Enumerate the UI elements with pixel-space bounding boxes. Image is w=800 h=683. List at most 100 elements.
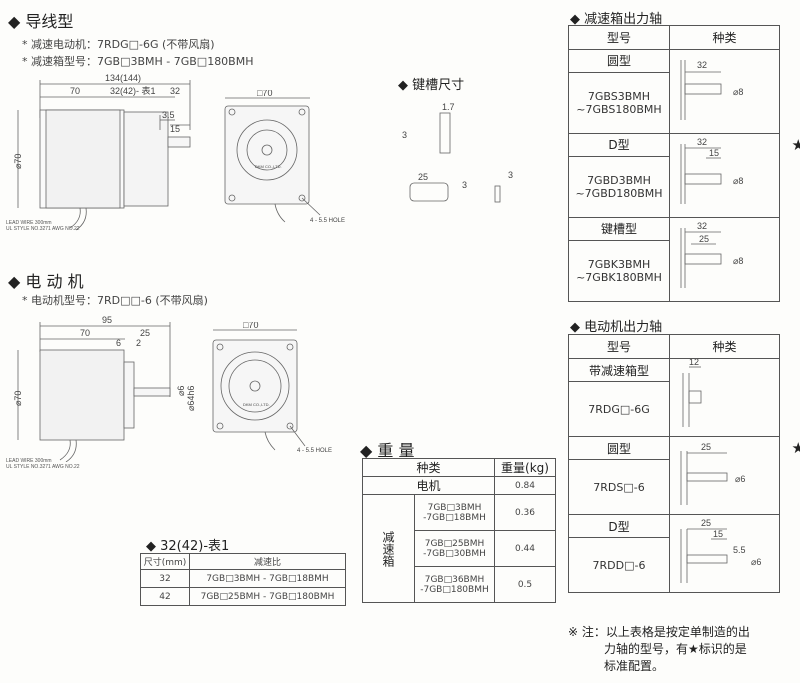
motor-section-line1: * 电动机型号：7RD□□-6 (不带风扇)	[22, 294, 208, 307]
weight-row-model: 7GB□36BMH -7GB□180BMH	[414, 566, 495, 603]
ratio-table-title: 32(42)-表1	[160, 539, 230, 554]
keyway-heading: ◆ 键槽尺寸	[398, 74, 464, 93]
hole-note: 4 - 5.5 HOLE	[310, 218, 345, 224]
gearbox-header-type: 种类	[669, 25, 780, 50]
dim-motor-70: 70	[80, 328, 90, 338]
dim-70: 70	[70, 86, 80, 96]
weight-title: 重 量	[377, 441, 415, 460]
dim-32: 32	[697, 221, 707, 231]
lead-section-heading: ◆ 导线型	[8, 8, 73, 32]
gearbox-shaft-title: 减速箱出力轴	[584, 12, 663, 27]
motor-lead-wire-length: LEAD WIRE 300mm	[6, 458, 52, 464]
motor-geared-shaft-drawing: 12	[669, 357, 780, 437]
dim-32: 32	[697, 60, 707, 70]
dim-key-1-7: 1.7	[442, 102, 455, 112]
motor-front-drawing: □70 DKM CO.,LTD. 4 - 5.5 HOLE	[212, 322, 332, 454]
motor-shaft-heading: ◆ 电动机出力轴	[570, 316, 662, 335]
motor-header-model: 型号	[568, 334, 670, 359]
dim-95: 95	[102, 315, 112, 325]
dim-dia-64: ⌀64h6	[186, 386, 196, 411]
weight-motor-value: 0.84	[494, 476, 556, 495]
lead-wire-length: LEAD WIRE 300mm	[6, 220, 52, 226]
lead-motor-side-drawing: 134(144) 70 32(42)- 表1 32 3.5 15 ⌀70	[13, 73, 191, 231]
gearbox-row-model: 7GBS3BMH ~7GBS180BMH	[568, 71, 670, 135]
dim-15: 15	[709, 148, 719, 158]
motor-header-type: 种类	[669, 334, 780, 359]
gearbox-shaft-heading: ◆ 减速箱出力轴	[570, 8, 662, 27]
ratio-row-size: 32	[140, 569, 190, 588]
lead-wire-note: LEAD WIRE 300mm UL STYLE NO.3271 AWG NO.…	[6, 220, 126, 232]
footnote-line2: 力轴的型号，有★标识的是	[604, 642, 747, 656]
standard-star-icon: ★	[791, 136, 800, 154]
weight-row-value: 0.36	[494, 494, 556, 531]
motor-d-shaft-drawing: 25 15 5.5 ⌀6	[669, 514, 780, 593]
lead-motor-front-drawing: □70 DKM CO.,LTD. 4 - 5.5 HOLE	[224, 90, 345, 224]
keyway-title: 键槽尺寸	[412, 78, 465, 93]
weight-table: 种类 重量(kg) 电机 0.84 减速箱 7GB□3BMH -7GB□18BM…	[362, 458, 556, 603]
ratio-header-size: 尺寸(mm)	[140, 553, 190, 570]
weight-header-kg: 重量(kg)	[494, 458, 556, 477]
dim-3-5: 3.5	[162, 110, 175, 120]
dim-motor-box-70: □70	[243, 322, 258, 330]
ratio-row-ratio: 7GB□25BMH - 7GB□180BMH	[189, 587, 346, 606]
dim-dia-6: ⌀6	[176, 386, 186, 396]
diamond-icon: ◆	[360, 441, 373, 460]
dim-key-3b: 3	[462, 180, 467, 190]
dim-dia-8: ⌀8	[733, 176, 743, 186]
lead-section-line2: * 减速箱型号：7GB□3BMH - 7GB□180BMH	[22, 55, 254, 68]
weight-row-value: 0.5	[494, 566, 556, 603]
motor-round-shaft-drawing: 25 ⌀6 ★	[669, 436, 800, 515]
dim-motor-dia-70: ⌀70	[13, 391, 23, 406]
ratio-row-ratio: 7GB□3BMH - 7GB□18BMH	[189, 569, 346, 588]
footnote-line3: 标准配置。	[604, 659, 665, 673]
lead-section-title: 导线型	[25, 12, 74, 31]
footnote: ※ 注：以上表格是按定单制造的出 力轴的型号，有★标识的是 标准配置。	[568, 624, 750, 675]
weight-row-model: 7GB□3BMH -7GB□18BMH	[414, 494, 495, 531]
diamond-icon: ◆	[570, 320, 580, 335]
motor-shaft-title: 电动机出力轴	[584, 320, 663, 335]
dim-5-5: 5.5	[733, 545, 746, 555]
dim-25: 25	[701, 442, 711, 452]
motor-side-drawing: 95 70 25 6 2 ⌀70 ⌀6 ⌀64h6	[13, 315, 196, 462]
dim-key-3c: 3	[508, 170, 513, 180]
dim-25: 25	[140, 328, 150, 338]
motor-row-model: 7RDG□-6G	[568, 381, 670, 437]
dim-dia-8: ⌀8	[733, 256, 743, 266]
ratio-row-size: 42	[140, 587, 190, 606]
lead-wire-style: UL STYLE NO.3271 AWG NO.22	[6, 226, 80, 232]
weight-row-value: 0.44	[494, 530, 556, 567]
gearbox-key-shaft-drawing: 32 25 ⌀8	[669, 217, 780, 302]
dim-2: 2	[136, 338, 141, 348]
standard-star-icon: ★	[791, 439, 800, 457]
dim-dia-8: ⌀8	[733, 87, 743, 97]
gearbox-row-name: D型	[568, 133, 670, 157]
keyway-drawing: 1.7 3 25 3 3	[402, 102, 513, 203]
diamond-icon: ◆	[570, 12, 580, 27]
motor-lead-wire-style: UL STYLE NO.3271 AWG NO.22	[6, 464, 80, 470]
lead-section-line1: * 减速电动机：7RDG□-6G (不带风扇)	[22, 38, 215, 51]
motor-lead-wire-note: LEAD WIRE 300mm UL STYLE NO.3271 AWG NO.…	[6, 458, 126, 470]
dim-6: 6	[116, 338, 121, 348]
dim-15: 15	[170, 124, 180, 134]
weight-motor-label: 电机	[362, 476, 495, 495]
dim-25: 25	[701, 518, 711, 528]
dim-32: 32	[170, 86, 180, 96]
gearbox-row-name: 圆型	[568, 49, 670, 73]
motor-row-name: 带减速箱型	[568, 357, 670, 383]
brand-plate: DKM CO.,LTD.	[255, 164, 282, 169]
dim-key-3: 3	[402, 130, 407, 140]
diamond-icon: ◆	[398, 78, 408, 93]
ratio-table-heading: ◆ 32(42)-表1	[146, 535, 229, 554]
motor-section-title: 电 动 机	[25, 272, 84, 291]
gearbox-shaft-table: 型号 种类 圆型 32 ⌀8 7GBS3BMH ~7GBS180BMH D型 3…	[568, 25, 800, 303]
gearbox-d-shaft-drawing: 32 15 ⌀8 ★	[669, 133, 800, 218]
motor-section-heading: ◆ 电 动 机	[8, 268, 84, 292]
dim-15: 15	[713, 529, 723, 539]
motor-row-name: D型	[568, 513, 670, 539]
dim-dia-6: ⌀6	[751, 557, 761, 567]
gearbox-row-model: 7GBK3BMH ~7GBK180BMH	[568, 239, 670, 303]
gearbox-header-model: 型号	[568, 25, 670, 50]
diamond-icon: ◆	[8, 12, 21, 31]
ratio-table: 尺寸(mm) 减速比 32 7GB□3BMH - 7GB□18BMH 42 7G…	[140, 553, 346, 606]
motor-row-model: 7RDD□-6	[568, 537, 670, 593]
